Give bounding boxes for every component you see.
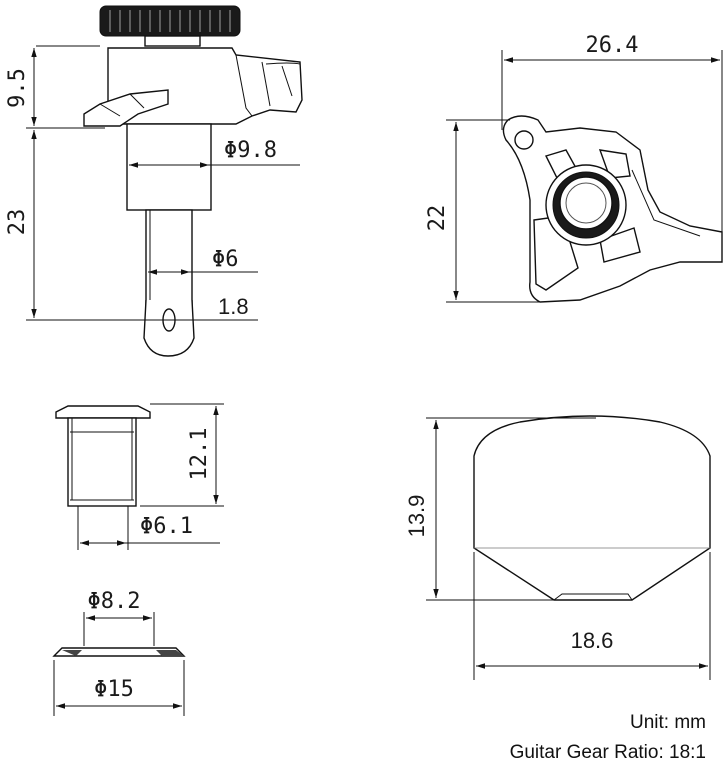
bushing-view: 12.1 Φ6.1	[55, 403, 224, 550]
dim-housing-height: 22	[425, 205, 450, 232]
dim-knob-height: 13.9	[404, 495, 429, 538]
bushing-body	[67, 417, 137, 507]
dim-housing-width: 26.4	[586, 33, 639, 58]
mount-hole	[514, 130, 534, 150]
dim-pin-diameter: Φ6	[212, 247, 239, 272]
shaft	[126, 123, 212, 211]
dim-hole-diameter: 1.8	[218, 294, 249, 319]
dim-post-lower: 23	[5, 209, 30, 236]
dim-bushing-diameter: Φ6.1	[140, 514, 193, 539]
washer-view: Φ8.2 Φ15	[52, 589, 186, 716]
dim-washer-outer: Φ15	[94, 677, 134, 702]
unit-note: Unit: mm	[630, 712, 706, 733]
pin	[145, 209, 193, 311]
dim-shaft-diameter: Φ9.8	[224, 138, 277, 163]
bushing-flange	[55, 405, 151, 419]
dim-knob-width: 18.6	[571, 628, 614, 653]
washer	[52, 647, 186, 657]
dim-bushing-height: 12.1	[187, 428, 212, 481]
dim-washer-inner: Φ8.2	[88, 589, 141, 614]
knob-view: 13.9 18.6	[404, 415, 711, 680]
housing-top-view: 26.4 22	[425, 33, 723, 303]
post-side-view: 9.5 23 Φ9.8 Φ6 1.8	[5, 5, 303, 357]
side-flange	[83, 89, 169, 127]
dim-post-upper: 9.5	[5, 68, 30, 108]
knob-outline	[473, 415, 711, 601]
gear-ratio-note: Guitar Gear Ratio: 18:1	[509, 742, 706, 763]
